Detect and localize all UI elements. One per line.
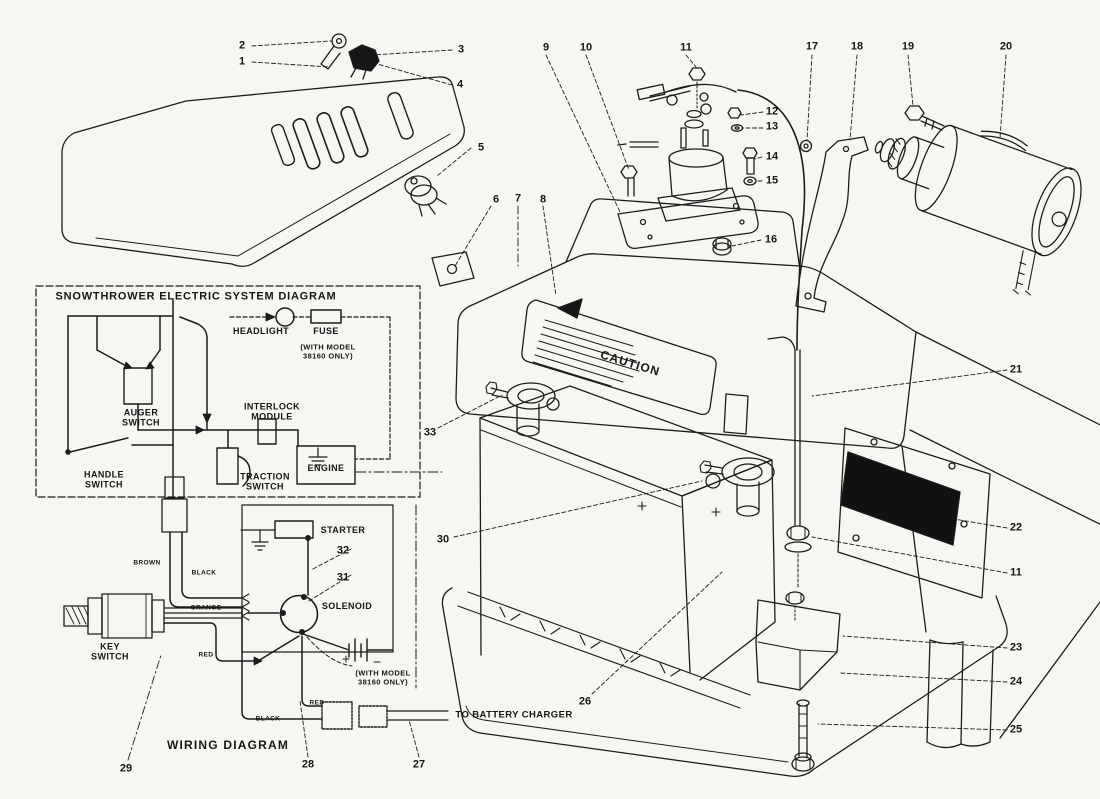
callout-16: 16 xyxy=(764,233,778,246)
battery-symbol xyxy=(303,634,393,662)
battery-tray xyxy=(442,588,1007,776)
callout-10: 10 xyxy=(579,41,593,54)
wire-label-orange: ORANGE xyxy=(190,604,222,612)
label-interlock-module: INTERLOCK MODULE xyxy=(243,401,301,422)
key-switch-part xyxy=(405,176,446,216)
schematic-wiring-upper xyxy=(66,300,355,497)
note-with-model-battery: (WITH MODEL 38160 ONLY) xyxy=(355,668,411,686)
callout-18: 18 xyxy=(850,40,864,53)
callout-12: 12 xyxy=(765,105,779,118)
callout-24: 24 xyxy=(1009,675,1023,688)
hold-down-rod xyxy=(768,337,811,588)
battery xyxy=(458,382,775,708)
key-switch-symbol xyxy=(64,594,164,638)
wire-label-red-upper: RED xyxy=(198,651,214,659)
callout-3: 3 xyxy=(457,43,465,56)
wiring-diagram-caption: WIRING DIAGRAM xyxy=(166,738,290,753)
callout-2: 2 xyxy=(238,39,246,52)
battery-cover xyxy=(456,199,1100,748)
callout-20: 20 xyxy=(999,40,1013,53)
callout-23: 23 xyxy=(1009,641,1023,654)
callout-13: 13 xyxy=(765,120,779,133)
tray-bolt xyxy=(792,700,814,771)
spacer-plate xyxy=(432,252,474,286)
callout-32: 32 xyxy=(336,544,350,557)
solenoid-symbol xyxy=(281,596,318,633)
schematic-title: SNOWTHROWER ELECTRIC SYSTEM DIAGRAM xyxy=(55,290,337,303)
callout-30: 30 xyxy=(436,533,450,546)
side-panel-with-label xyxy=(838,428,990,598)
callout-11: 11 xyxy=(1010,566,1022,579)
callout-21: 21 xyxy=(1009,363,1023,376)
hold-down-bracket xyxy=(756,592,840,690)
note-with-model-fuse: (WITH MODEL 38160 ONLY) xyxy=(300,342,356,360)
callout-8: 8 xyxy=(539,193,547,206)
control-panel xyxy=(62,77,464,266)
callout-4: 4 xyxy=(456,78,464,91)
label-starter: STARTER xyxy=(320,524,366,535)
callout-15: 15 xyxy=(765,174,779,187)
callout-33: 33 xyxy=(423,426,437,439)
callout-7: 7 xyxy=(514,192,522,205)
callout-25: 25 xyxy=(1009,723,1023,736)
ignition-switch xyxy=(349,45,379,79)
callout-9: 9 xyxy=(542,41,550,54)
schematic-boxes xyxy=(36,286,442,688)
label-engine: ENGINE xyxy=(307,462,345,473)
label-to-battery-charger: TO BATTERY CHARGER xyxy=(455,709,573,721)
label-headlight: HEADLIGHT xyxy=(232,325,290,336)
callout-26: 26 xyxy=(578,695,592,708)
label-solenoid: SOLENOID xyxy=(321,600,373,611)
schematic-wiring-lower xyxy=(64,477,448,729)
wire-label-brown: BROWN xyxy=(133,559,161,567)
tray-lip xyxy=(458,592,750,708)
callout-17: 17 xyxy=(805,40,819,53)
callout-5: 5 xyxy=(477,141,485,154)
ignition-key xyxy=(321,34,346,69)
callout-leaders xyxy=(128,41,1007,760)
callout-6: 6 xyxy=(492,193,500,206)
wire-label-red-lower: RED xyxy=(309,699,325,707)
battery-negative-terminal xyxy=(486,382,559,436)
wire-label-black-upper: BLACK xyxy=(191,569,217,577)
label-traction-switch: TRACTION SWITCH xyxy=(240,471,290,492)
callout-29: 29 xyxy=(119,762,133,775)
starter-motor xyxy=(845,94,1094,303)
callout-11: 11 xyxy=(680,41,692,54)
callout-31: 31 xyxy=(336,571,350,584)
label-auger-switch: AUGER SWITCH xyxy=(122,407,160,428)
callout-28: 28 xyxy=(301,758,315,771)
callout-19: 19 xyxy=(901,40,915,53)
schematic-headlight-fuse xyxy=(230,308,390,459)
battery-positive-terminal xyxy=(700,458,774,516)
black-label-block xyxy=(841,452,960,545)
label-fuse: FUSE xyxy=(313,325,339,336)
label-handle-switch: HANDLE SWITCH xyxy=(84,469,124,490)
callout-22: 22 xyxy=(1009,521,1023,534)
solenoid-assembly xyxy=(618,68,804,350)
callout-1: 1 xyxy=(238,55,246,68)
wire-label-black-lower: BLACK xyxy=(255,715,281,723)
label-key-switch: KEY SWITCH xyxy=(91,641,129,662)
callout-27: 27 xyxy=(412,758,426,771)
callout-14: 14 xyxy=(765,150,779,163)
starter-bracket xyxy=(796,137,868,312)
